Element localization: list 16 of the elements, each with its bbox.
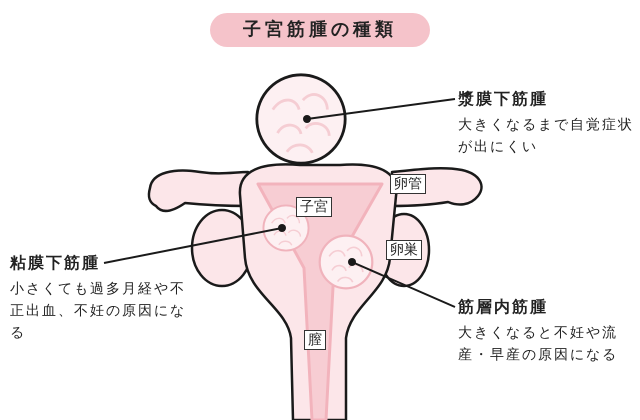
fibroid-type-heading: 粘膜下筋腫 (10, 252, 100, 274)
fibroid-type-heading: 漿膜下筋腫 (458, 88, 548, 110)
description-text: 大きくなると不妊や流産・早産の原因になる (458, 324, 619, 365)
organ-label: 子宮 (296, 197, 332, 217)
organ-label: 膣 (304, 330, 326, 350)
leader-line (104, 224, 286, 264)
organ-label: 卵巣 (386, 240, 422, 260)
description-text: 小さくても過多月経や不正出血、不妊の原因になる (10, 280, 187, 343)
fibroid-type-heading: 筋層内筋腫 (458, 296, 548, 318)
leader-line (303, 98, 456, 123)
fibroid-circle (318, 234, 374, 290)
description-text: 大きくなるまで自覚症状が出にくい (458, 116, 635, 157)
fibroid-circle (254, 72, 348, 166)
organ-label: 卵管 (390, 174, 426, 194)
title-banner: 子宮筋腫の種類 (210, 13, 430, 47)
leader-line (348, 258, 456, 308)
